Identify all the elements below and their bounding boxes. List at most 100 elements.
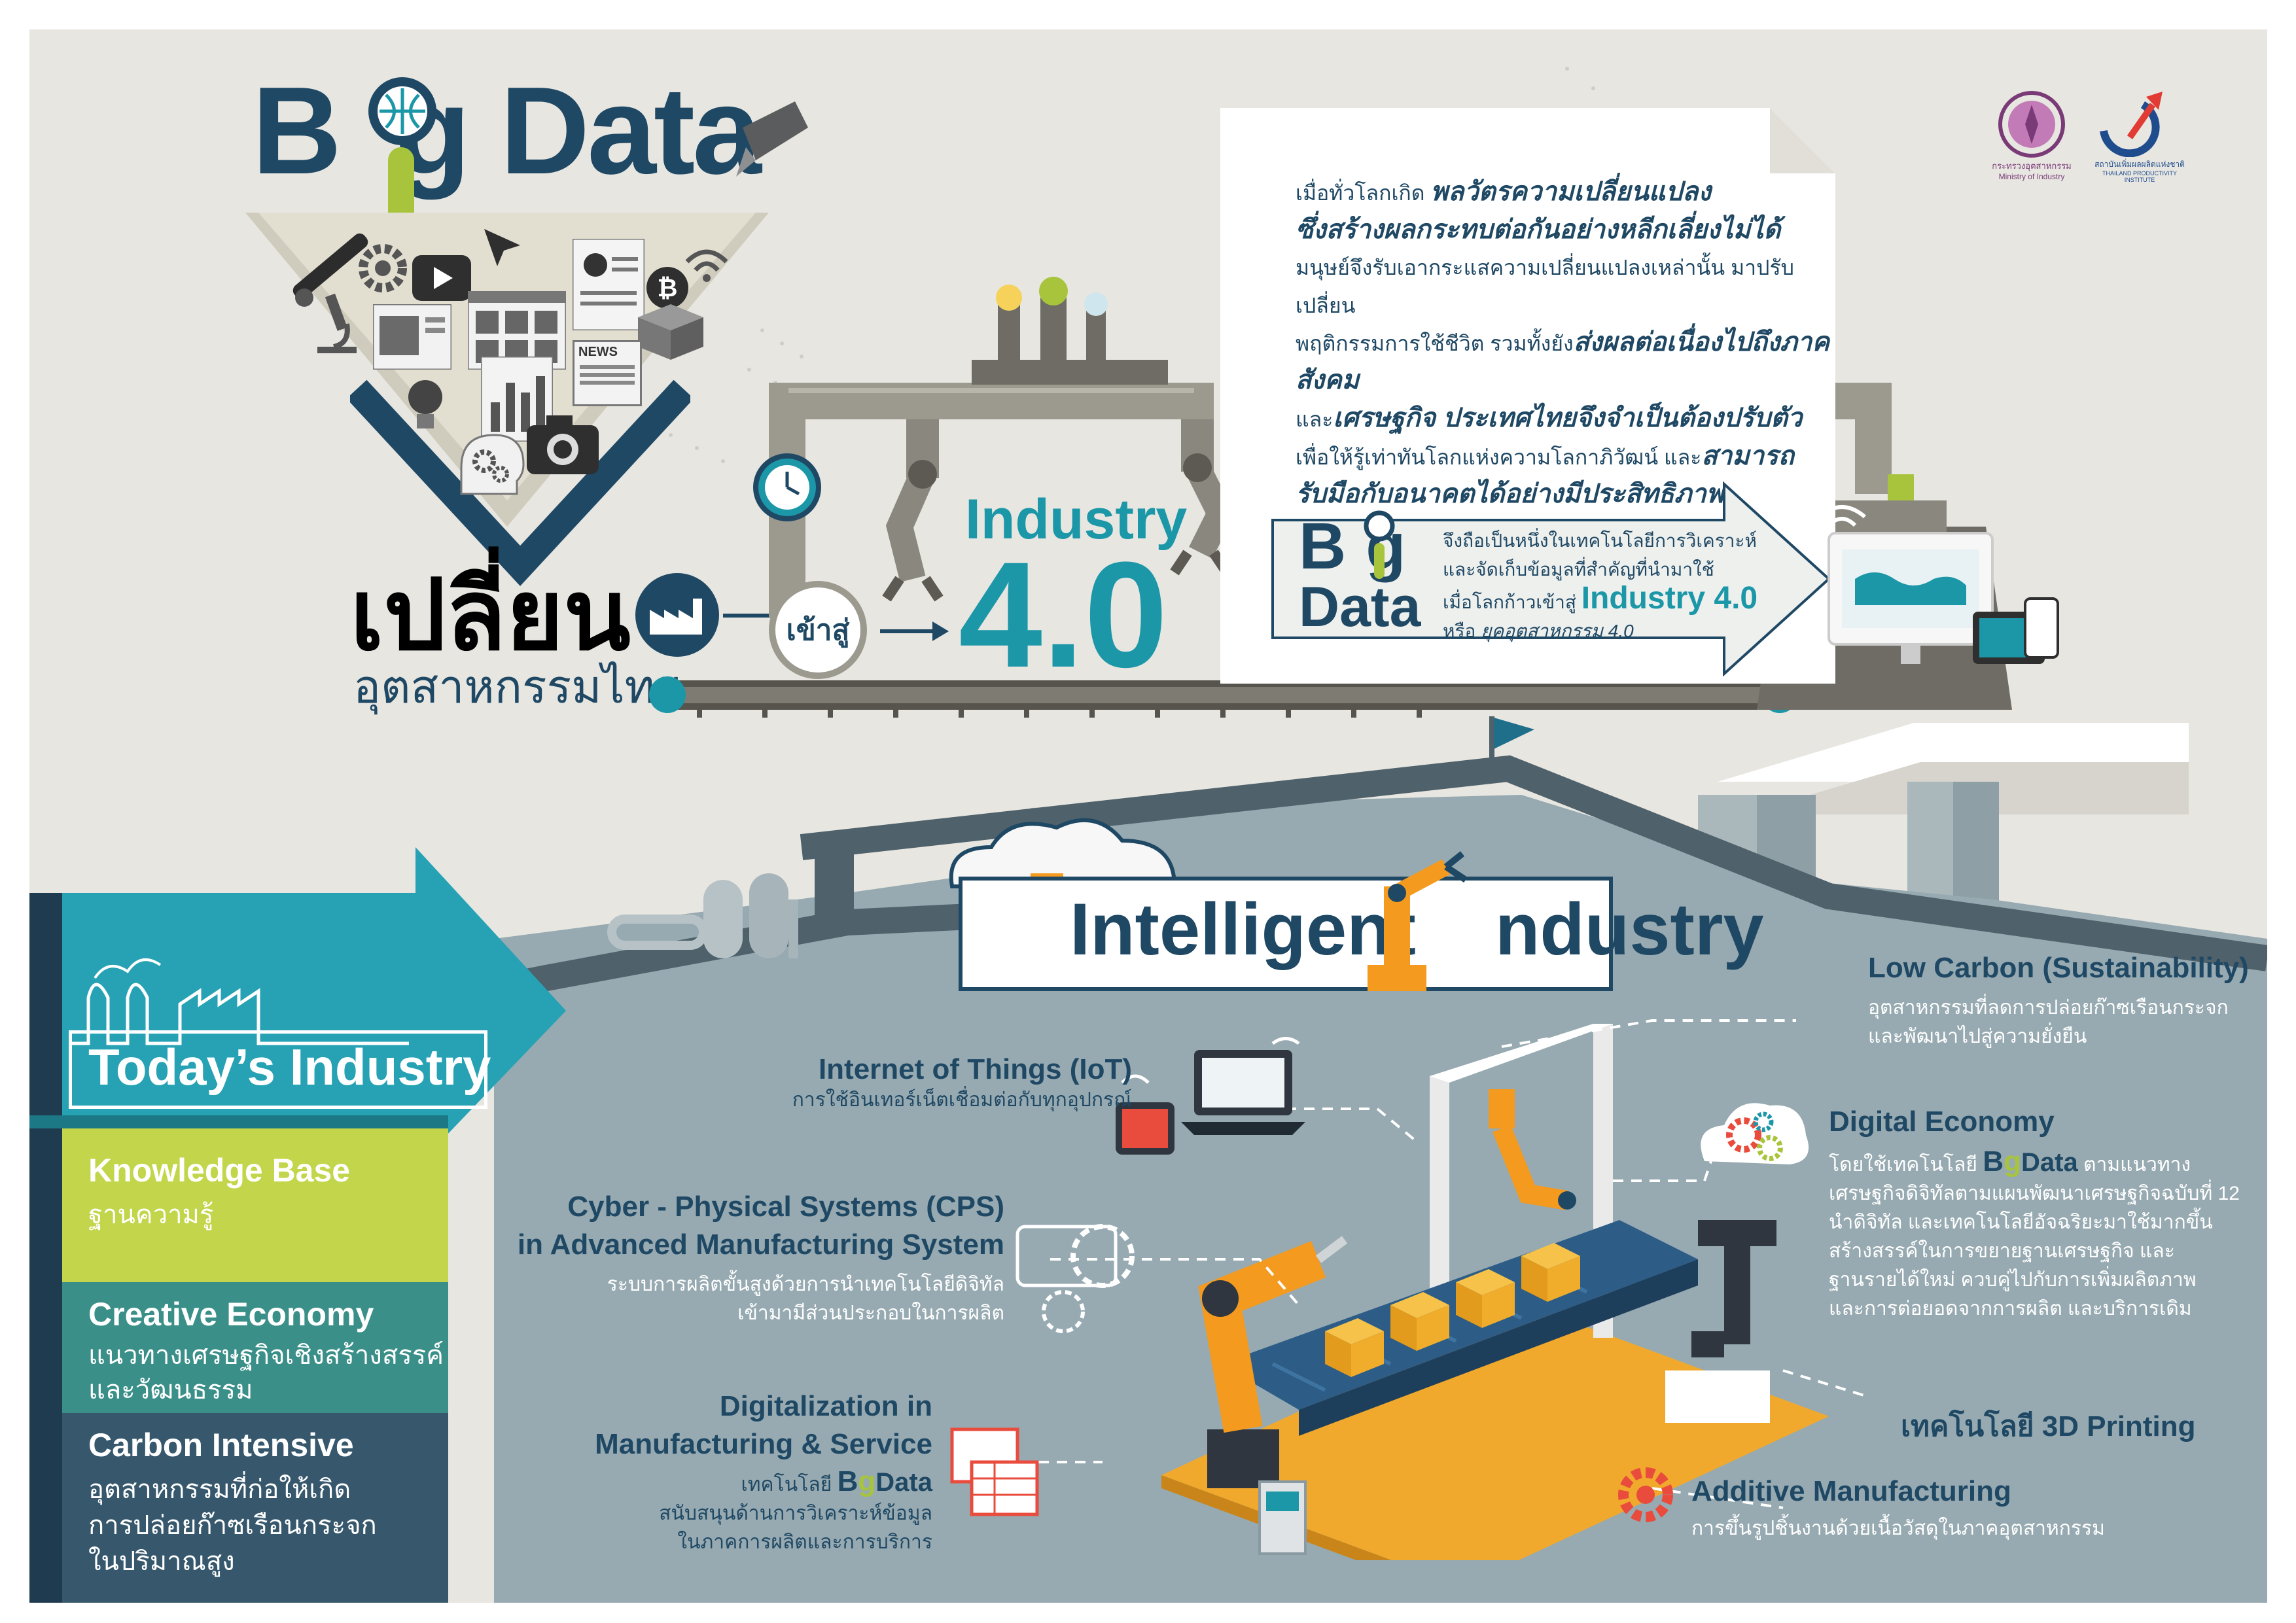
digital-economy-cloud-gears-icon bbox=[1701, 1103, 1809, 1164]
digitalization-spreadsheet-icon bbox=[950, 1427, 1039, 1516]
devices-icon bbox=[1828, 532, 2059, 664]
intro-text: เมื่อทั่วโลกเกิด พลวัตรความเปลี่ยนแปลง ซ… bbox=[1296, 173, 1832, 514]
intelligent-industry-banner bbox=[959, 877, 1613, 991]
lightbulb-icon bbox=[408, 380, 442, 428]
ministry-logo: กระทรวงอุตสาหกรรม Ministry of Industry bbox=[1992, 88, 2072, 193]
cps-gear-icon bbox=[1016, 1224, 1135, 1333]
feature-digitalization-sub-3: ในภาคการผลิตและการบริการ bbox=[677, 1531, 932, 1553]
intro-line-5: และเศรษฐกิจ ประเทศไทยจึงจำเป็นต้องปรับตั… bbox=[1296, 404, 1803, 432]
feature-digital-economy-title: Digital Economy bbox=[1829, 1106, 2055, 1138]
bigdata-line-4: หรือ ยุคอุตสาหกรรม 4.0 bbox=[1443, 621, 1634, 641]
poster: กระทรวงอุตสาหกรรม Ministry of Industry ส… bbox=[29, 29, 2267, 1603]
feature-3d-printing: เทคโนโลยี 3D Printing bbox=[1901, 1403, 2241, 1449]
gear-icon bbox=[359, 244, 407, 292]
robot-arm-i-icon bbox=[1368, 851, 1468, 991]
institute-en-label: THAILAND PRODUCTIVITY INSTITUTE bbox=[2102, 170, 2177, 183]
feature-digital-economy-line-5: และการต่อยอดจากการผลิต และบริการเดิม bbox=[1829, 1298, 2192, 1319]
svg-text:₿: ₿ bbox=[658, 275, 678, 302]
left-item-creative-title: Creative Economy bbox=[88, 1296, 374, 1333]
feature-additive-sub: การขึ้นรูปชิ้นงานด้วยเนื้อวัสดุในภาคอุตส… bbox=[1691, 1518, 2105, 1539]
feature-cps-sub-2: เข้ามามีส่วนประกอบในการผลิต bbox=[737, 1302, 1004, 1324]
feature-additive: Additive Manufacturing การขึ้นรูปชิ้นงาน… bbox=[1691, 1475, 2136, 1543]
feature-digital-economy-line-1: เศรษฐกิจดิจิทัลตามแผนพัฒนาเศรษฐกิจฉบับที… bbox=[1829, 1183, 2240, 1204]
feature-digitalization-sub-2: สนับสนุนด้านการวิเคราะห์ข้อมูล bbox=[659, 1503, 932, 1524]
feature-additive-title: Additive Manufacturing bbox=[1691, 1475, 2011, 1507]
enter-badge: เข้าสู่ bbox=[769, 581, 867, 679]
dashed-connectors bbox=[965, 1019, 1869, 1509]
factory-circle-icon bbox=[635, 573, 719, 657]
institute-arrow-icon bbox=[2100, 92, 2163, 158]
feature-cps-title-2: in Advanced Manufacturing System bbox=[517, 1229, 1004, 1261]
ministry-seal-icon bbox=[1998, 91, 2065, 158]
head-gears-icon bbox=[460, 434, 525, 495]
bitcoin-icon: ₿ bbox=[646, 267, 688, 309]
iot-laptop-icon bbox=[1116, 1037, 1305, 1155]
pen-icon bbox=[292, 233, 368, 307]
video-play-icon bbox=[412, 255, 471, 301]
left-item-creative: Creative Economy แนวทางเศรษฐกิจเชิงสร้าง… bbox=[62, 1282, 448, 1413]
bigdata-line-2: และจัดเก็บข้อมูลที่สำคัญที่นำมาใช้ bbox=[1443, 559, 1714, 580]
left-item-carbon: Carbon Intensive อุตสาหกรรมที่ก่อให้เกิด… bbox=[62, 1413, 448, 1603]
today-header: Today’s Industry bbox=[88, 1038, 491, 1096]
feature-digital-economy-line-4: ฐานรายได้ใหม่ ควบคู่ไปกับการเพิ่มผลิตภาพ bbox=[1829, 1269, 2197, 1291]
feature-low-carbon: Low Carbon (Sustainability) อุตสาหกรรมที… bbox=[1868, 952, 2261, 1051]
image-window-icon bbox=[373, 304, 451, 370]
feature-digitalization: Digitalization in Manufacturing & Servic… bbox=[586, 1390, 932, 1557]
transform-subtitle: อุตสาหกรรมไทย bbox=[353, 661, 682, 712]
feature-low-carbon-sub-2: และพัฒนาไปสู่ความยั่งยืน bbox=[1868, 1026, 2087, 1047]
left-item-carbon-title: Carbon Intensive bbox=[88, 1427, 354, 1463]
news-label: NEWS bbox=[578, 345, 618, 359]
feature-digital-economy-sub-1: โดยใช้เทคโนโลยี BgData ตามแนวทาง bbox=[1829, 1145, 2191, 1178]
intro-line-2: ซึ่งสร้างผลกระทบต่อกันอย่างหลีกเลี่ยงไม่… bbox=[1296, 215, 1781, 244]
industry-label: Industry bbox=[965, 488, 1188, 551]
bigdata-arrow-box bbox=[1271, 481, 1831, 677]
bigdata-line-1: จึงถือเป็นหนึ่งในเทคโนโลยีการวิเคราะห์ bbox=[1443, 531, 1757, 551]
left-item-knowledge: Knowledge Base ฐานความรู้ bbox=[62, 1128, 448, 1282]
intro-line-4: พฤติกรรมการใช้ชีวิต รวมทั้งยังส่งผลต่อเน… bbox=[1296, 328, 1829, 394]
stylus-icon bbox=[736, 101, 808, 177]
left-item-carbon-line-3: ในปริมาณสูง bbox=[88, 1547, 235, 1576]
left-item-knowledge-title: Knowledge Base bbox=[88, 1152, 351, 1189]
newspaper-icon: NEWS bbox=[573, 340, 642, 406]
camera-icon bbox=[527, 415, 599, 474]
left-item-knowledge-line: ฐานความรู้ bbox=[88, 1200, 214, 1229]
left-item-creative-line-1: แนวทางเศรษฐกิจเชิงสร้างสรรค์ bbox=[88, 1341, 444, 1370]
feature-digital-economy-line-2: นำดิจิทัล และเทคโนโลยีอัจฉริยะมาใช้มากขึ… bbox=[1829, 1212, 2213, 1233]
intelligent-industry-title: Intelligent ndustry bbox=[1070, 888, 1764, 970]
transform-title: เปลี่ยน bbox=[350, 560, 631, 670]
cursor-icon bbox=[484, 229, 520, 266]
feature-digital-economy: Digital Economy โดยใช้เทคโนโลยี BgData ต… bbox=[1829, 1106, 2254, 1323]
v-shape bbox=[350, 379, 690, 586]
feature-3d-printing-title: เทคโนโลยี 3D Printing bbox=[1901, 1410, 2196, 1442]
assembly-line-illustration bbox=[1161, 1024, 1829, 1560]
today-header-box bbox=[69, 1030, 487, 1109]
feature-cps-title-1: Cyber - Physical Systems (CPS) bbox=[567, 1191, 1004, 1223]
ministry-en-label: Ministry of Industry bbox=[1998, 172, 2065, 181]
intro-line-6: เพื่อให้รู้เท่าทันโลกแห่งความโลกาภิวัฒน์… bbox=[1296, 442, 1794, 470]
connector-line bbox=[723, 614, 769, 618]
left-item-carbon-line-2: การปล่อยก๊าซเรือนกระจก bbox=[88, 1511, 377, 1540]
factory-outline-icon bbox=[69, 958, 409, 1045]
intro-line-3: มนุษย์จึงรับเอากระแสความเปลี่ยนแปลงเหล่า… bbox=[1296, 256, 1794, 317]
intro-line-1: เมื่อทั่วโลกเกิด พลวัตรความเปลี่ยนแปลง bbox=[1296, 177, 1711, 206]
wifi-icon bbox=[685, 249, 728, 282]
ministry-label: กระทรวงอุตสาหกรรม bbox=[1992, 161, 2072, 171]
wifi-top-icon bbox=[1818, 505, 1866, 527]
feature-digitalization-sub-1: เทคโนโลยี BgData bbox=[741, 1465, 932, 1497]
bigdata-logo-data: Data bbox=[1299, 576, 1421, 638]
feature-digitalization-title-2: Manufacturing & Service bbox=[595, 1428, 932, 1460]
feature-digital-economy-line-3: สร้างสรรค์ในการขยายฐานเศรษฐกิจ และ bbox=[1829, 1240, 2175, 1262]
feature-iot: Internet of Things (IoT) การใช้อินเทอร์เ… bbox=[766, 1053, 1132, 1115]
feature-digitalization-title-1: Digitalization in bbox=[719, 1390, 932, 1422]
additive-gear-icon bbox=[1618, 1467, 1673, 1522]
feature-cps-sub-1: ระบบการผลิตขั้นสูงด้วยการนำเทคโนโลยีดิจิ… bbox=[607, 1274, 1004, 1295]
feature-low-carbon-title: Low Carbon (Sustainability) bbox=[1868, 952, 2249, 984]
bigdata-line-3: เมื่อโลกก้าวเข้าสู่ Industry 4.0 bbox=[1443, 581, 1758, 616]
feature-cps: Cyber - Physical Systems (CPS) in Advanc… bbox=[487, 1191, 1004, 1328]
bigdata-box-text: จึงถือเป็นหนึ่งในเทคโนโลยีการวิเคราะห์ แ… bbox=[1443, 527, 1783, 646]
microscope-icon bbox=[317, 293, 357, 353]
feature-iot-title: Internet of Things (IoT) bbox=[818, 1053, 1132, 1085]
magnifier-small-icon bbox=[1364, 510, 1395, 579]
intro-line-7: รับมือกับอนาคตได้อย่างมีประสิทธิภาพ bbox=[1296, 480, 1724, 508]
